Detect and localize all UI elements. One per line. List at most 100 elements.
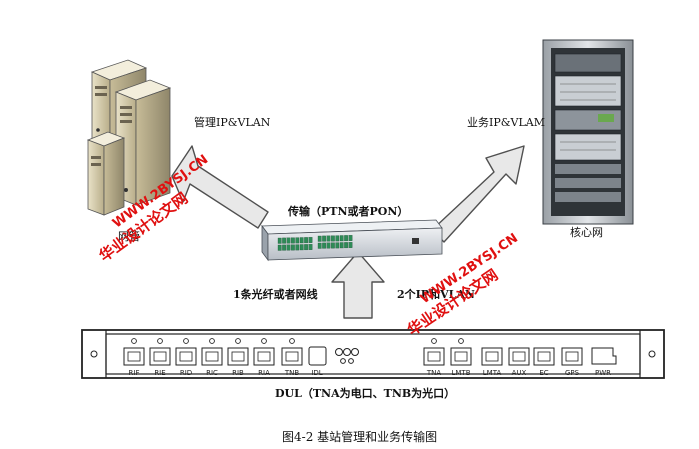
port-led-icon <box>235 338 241 344</box>
label-left-link: 管理IP&VLAN <box>194 115 271 129</box>
dul-port-label: RIC <box>206 369 218 377</box>
dul-port-label: RIB <box>232 369 244 377</box>
dul-led-icon <box>351 348 359 356</box>
port-jack-icon <box>537 351 551 362</box>
port-jack-icon <box>485 351 499 362</box>
port-jack-icon <box>257 351 271 362</box>
arrow-up-to-transport <box>331 251 385 319</box>
transport-port-icon <box>291 237 295 244</box>
dul-port-tnb: TNB <box>281 338 303 377</box>
label-right-link: 业务IP&VLAM <box>467 116 545 129</box>
dul-port-label: RIF <box>129 369 140 377</box>
port-jack-icon <box>512 351 526 362</box>
transport-port-icon <box>308 244 313 250</box>
dul-port-idl: IDL <box>308 346 327 377</box>
dul-port-label: LMTA <box>483 369 502 377</box>
dul-port-ria: RIA <box>253 338 275 377</box>
transport-port-icon <box>308 237 313 243</box>
power-socket-icon <box>591 347 617 365</box>
dul-screw-right-icon <box>648 350 656 358</box>
transport-port-icon <box>326 242 331 249</box>
idl-socket-icon <box>308 346 327 366</box>
transport-port-icon <box>331 235 335 242</box>
dul-port-label: GPS <box>565 369 580 377</box>
label-uplink-multi: 2个IP和VLAN <box>397 287 475 301</box>
transport-port-icon <box>295 237 300 244</box>
dul-port-lmtb: LMTB <box>450 338 472 377</box>
transport-port-icon <box>304 237 308 244</box>
port-jack-icon <box>454 351 468 362</box>
transport-port-icon <box>277 237 282 244</box>
dul-port-label: PWR <box>595 369 611 377</box>
port-jack-icon <box>427 351 441 362</box>
dul-led-icon <box>343 348 351 356</box>
dul-led-icon <box>335 348 343 356</box>
port-jack-icon <box>285 351 299 362</box>
transport-port-icon <box>348 235 353 241</box>
dul-port-rid: RID <box>175 338 197 377</box>
dul-led-icon <box>340 358 346 364</box>
transport-port-icon <box>326 235 331 242</box>
transport-port-icon <box>291 244 295 251</box>
dul-port-label: EC <box>539 369 548 377</box>
port-jack-icon <box>179 351 193 362</box>
port-led-icon <box>183 338 189 344</box>
dul-port-aux: AUX <box>508 347 530 377</box>
label-uplink-single: 1条光纤或者网线 <box>233 287 318 301</box>
dul-port-rie: RIE <box>149 338 171 377</box>
transport-port-icon <box>299 244 304 251</box>
dul-port-label: RIA <box>258 369 270 377</box>
transport-port-icon <box>331 242 335 249</box>
transport-port-icon <box>304 244 308 251</box>
transport-port-icon <box>286 237 291 244</box>
dul-port-rib: RIB <box>227 338 249 377</box>
transport-port-icon <box>282 237 286 244</box>
port-jack-icon <box>565 351 579 362</box>
transport-port-icon <box>322 235 326 242</box>
transport-port-icon <box>344 242 348 249</box>
dul-caption: DUL（TNA为电口、TNB为光口） <box>275 386 455 400</box>
arrow-to-nms <box>171 145 269 229</box>
dul-port-label: IDL <box>311 369 322 377</box>
port-led-icon <box>131 338 137 344</box>
transport-port-icon <box>344 235 348 242</box>
transport-port-icon <box>317 242 322 249</box>
dul-port-label: RIE <box>154 369 165 377</box>
dul-board: RIF RIE RID RIC RIB RIA TNB IDL TNA LMTB LMTA AUX EC… <box>81 329 665 379</box>
dul-led-icon <box>348 358 354 364</box>
figure-caption: 图4-2 基站管理和业务传输图 <box>282 429 437 444</box>
dul-port-label: TNA <box>426 369 442 377</box>
dul-screw-left-icon <box>90 350 98 358</box>
dul-port-lmta: LMTA <box>481 347 503 377</box>
transport-port-icon <box>339 235 344 242</box>
arrow-to-core <box>431 145 525 243</box>
transport-port-icon <box>335 235 340 242</box>
transport-device-icon <box>261 219 443 262</box>
port-jack-icon <box>127 351 141 362</box>
transport-port-icon <box>299 237 304 244</box>
label-core-network: 核心网 <box>570 225 603 239</box>
transport-port-icon <box>277 244 282 251</box>
label-transport: 传输（PTN或者PON） <box>287 204 408 218</box>
dul-port-label: TNB <box>284 369 300 377</box>
transport-port-icon <box>348 242 353 248</box>
transport-port-icon <box>335 242 340 249</box>
dul-port-gps: GPS <box>561 347 583 377</box>
transport-port-icon <box>286 244 291 251</box>
port-led-icon <box>289 338 295 344</box>
dul-port-label: LMTB <box>451 369 470 377</box>
port-led-icon <box>261 338 267 344</box>
port-led-icon <box>431 338 437 344</box>
core-network-rack-icon <box>542 39 634 225</box>
port-jack-icon <box>153 351 167 362</box>
dul-port-rif: RIF <box>123 338 145 377</box>
port-jack-icon <box>231 351 245 362</box>
transport-port-icon <box>317 235 322 242</box>
transport-port-icon <box>322 242 326 249</box>
transport-port-icon <box>295 244 300 251</box>
port-led-icon <box>157 338 163 344</box>
dul-port-ec: EC <box>533 347 555 377</box>
dul-port-label: AUX <box>512 369 527 377</box>
port-led-icon <box>209 338 215 344</box>
